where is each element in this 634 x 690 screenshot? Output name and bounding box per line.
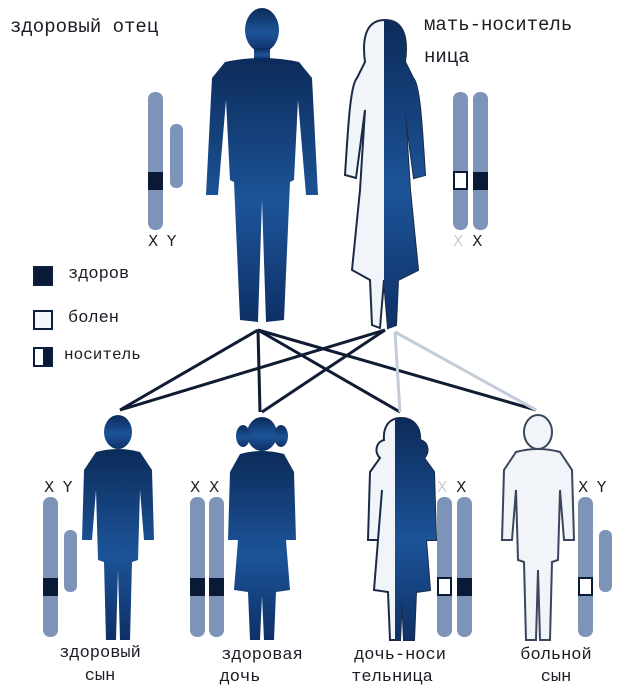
child3-label-line2: тельница <box>351 668 433 687</box>
mother-chromosomes <box>453 92 488 230</box>
inheritance-lines <box>120 330 536 412</box>
mother-label-line1: мать-носитель <box>424 14 572 36</box>
legend-healthy-label: здоров <box>68 265 129 284</box>
carrier-daughter-figure <box>368 418 436 640</box>
line-mother-sick-son <box>395 332 536 410</box>
sick-son-chromosomes <box>578 497 612 637</box>
carrier-daughter-chromosomes <box>437 497 472 637</box>
child2-label-line1: здоровая <box>221 646 303 665</box>
mother-sex-label: X X <box>453 232 484 250</box>
father-figure <box>206 8 318 322</box>
mother-label-line2: ница <box>424 46 470 68</box>
sick-son-sex-label: X Y <box>578 478 608 496</box>
legend-carrier-swatch <box>33 347 53 367</box>
legend-sick-swatch <box>33 310 53 330</box>
child3-label-line1: дочь-носи <box>354 646 446 665</box>
carrier-daughter-sex-label: X X <box>437 478 468 496</box>
child4-label-line2: сын <box>541 668 572 687</box>
legend-healthy-swatch <box>33 266 53 286</box>
legend-carrier-label: носитель <box>64 346 141 364</box>
daughter-sex-label: X X <box>190 478 221 496</box>
legend-sick-label: болен <box>68 309 119 328</box>
son1-chromosomes <box>43 497 77 637</box>
line-father-son <box>120 330 258 410</box>
child2-label-line2: дочь <box>220 668 261 687</box>
son1-sex-label: X Y <box>44 478 74 496</box>
father-label: здоровый отец <box>10 16 158 38</box>
line-father-daughter <box>258 330 260 412</box>
healthy-daughter-figure <box>228 417 296 640</box>
father-chromosomes <box>148 92 183 230</box>
line-mother-son <box>120 330 385 410</box>
child4-label-line1: больной <box>520 646 591 665</box>
child1-label-line1: здоровый <box>59 644 141 663</box>
child1-label-line2: сын <box>85 667 116 686</box>
sick-son-figure <box>502 415 574 640</box>
mother-figure <box>345 20 425 328</box>
father-sex-label: X Y <box>148 232 178 250</box>
daughter-chromosomes <box>190 497 224 637</box>
healthy-son-figure <box>82 415 154 640</box>
